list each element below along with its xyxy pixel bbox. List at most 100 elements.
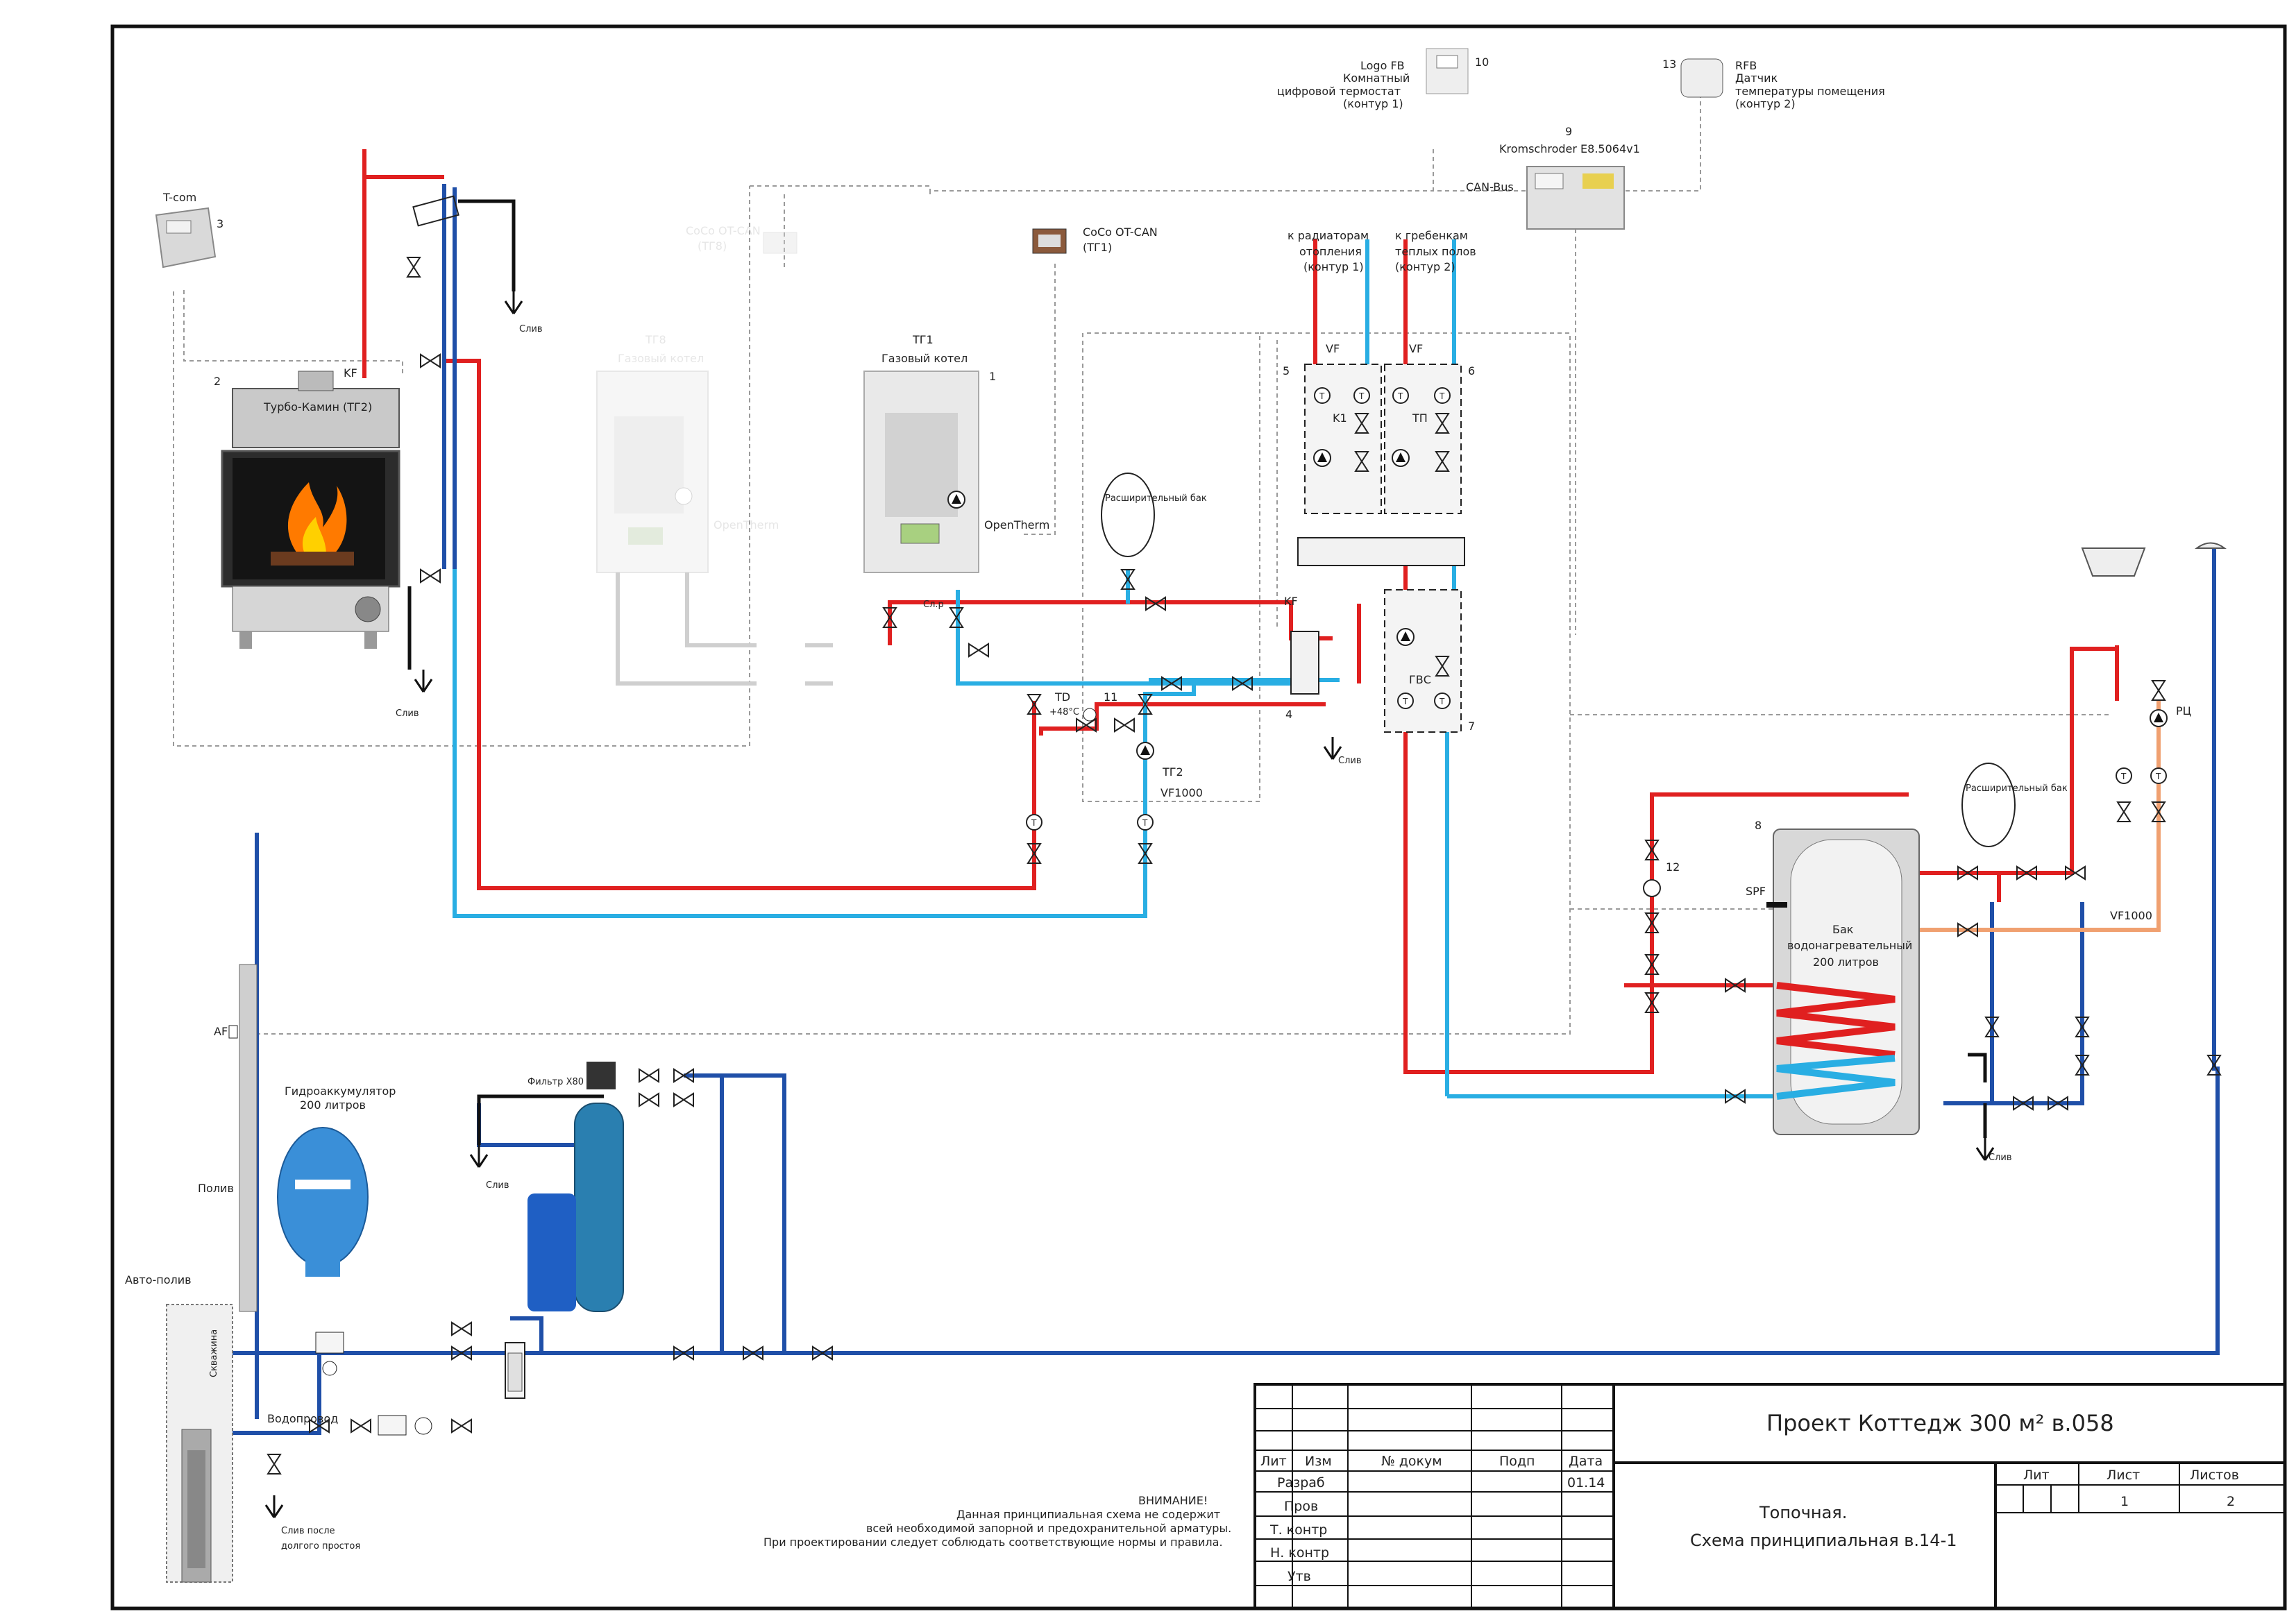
tg8-coco-sub: (ТГ8) (698, 239, 727, 253)
tg1-name: ТГ1 (912, 333, 934, 346)
drain-1: Слив (519, 324, 543, 334)
coco-ot-can-tg1: CoCo OT-CAN (ТГ1) (1032, 226, 1158, 254)
manifold-kf: KF (1284, 595, 1298, 608)
mix-td: TD (1054, 690, 1070, 704)
logo-fb-l2: Комнатный (1343, 71, 1410, 85)
manifold-number: 4 (1285, 708, 1292, 721)
tb-prov: Пров (1284, 1499, 1318, 1514)
tg8-opentherm: OpenTherm (714, 518, 779, 532)
well-label: Скважина (209, 1329, 219, 1377)
logo-fb-l3: цифровой термостат (1277, 85, 1401, 98)
notice-l3: При проектировании следует соблюдать соо… (763, 1536, 1223, 1549)
coco-tg1-sub: (ТГ1) (1083, 241, 1112, 254)
tcom-label: T-com (162, 191, 196, 204)
fireplace-number: 2 (214, 375, 221, 388)
radiators-l2: отопления (1299, 245, 1362, 258)
tank-l2: водонагревательный (1787, 939, 1912, 952)
fireplace-kf: KF (344, 366, 357, 380)
tank-l3: 200 литров (1813, 955, 1879, 969)
cold-water-pipes (201, 184, 2220, 1435)
tp-number: 6 (1468, 364, 1475, 377)
expansion-tank-heating: Расширительный бак (1101, 473, 1207, 611)
tb-nkontr: Н. контр (1270, 1545, 1329, 1561)
exp2-label: Расширительный бак (1966, 783, 2068, 794)
tb-utv: Утв (1288, 1569, 1311, 1584)
tb-razrab: Разраб (1277, 1475, 1325, 1490)
dhw-tank: Бак водонагревательный 200 литров 8 SPF (1746, 819, 1920, 1135)
recirc-rc: РЦ (2176, 704, 2191, 717)
drain-2: Слив (396, 708, 419, 719)
recirculation-pipe (1895, 701, 2161, 932)
turbo-fireplace: Турбо-Камин (ТГ2) 2 KF (214, 366, 400, 649)
tb-lit2: Лит (2023, 1468, 2050, 1483)
shower-fixtures (2081, 542, 2227, 577)
tcom-number: 3 (217, 217, 223, 230)
tb-lit: Лит (1260, 1454, 1287, 1469)
title-block (1253, 1383, 2286, 1610)
tg1-sub: Газовый котел (881, 352, 968, 365)
k1-label: K1 (1333, 411, 1347, 425)
logo-fb-thermostat: Logo FB Комнатный цифровой термостат (ко… (1277, 48, 1489, 110)
tg8-coco: CoCo OT-CAN (686, 224, 761, 237)
tcom-controller: T-com 3 (155, 191, 223, 269)
hydro-label2: 200 литров (300, 1098, 366, 1112)
mixing-group: TD +48°C 11 ТГ2 VF1000 (883, 607, 1253, 864)
drain-3: Слив (1338, 756, 1362, 766)
slip-long-l1: Слив после (281, 1526, 335, 1536)
tg1-number: 1 (989, 370, 996, 383)
logo-fb-l1: Logo FB (1360, 59, 1405, 72)
tb-izm: Изм (1305, 1454, 1332, 1469)
mix-temp: +48°C (1049, 707, 1079, 717)
k1-number: 5 (1283, 364, 1290, 377)
recirc-num12: 12 (1666, 860, 1680, 874)
tb-podp: Подп (1499, 1454, 1535, 1469)
tank-number: 8 (1755, 819, 1762, 832)
tg8-name: ТГ8 (645, 333, 666, 346)
k1-vf: VF (1326, 342, 1340, 355)
title-block-text: Лит Изм № докум Подп Дата Разраб 01.14 П… (1260, 1410, 2239, 1584)
kromschroder-controller: 9 Kromschroder E8.5064v1 CAN-Bus (1466, 125, 1640, 230)
boiler-tg8: ТГ8 Газовый котел OpenTherm CoCo OT-CAN … (596, 224, 797, 573)
chimney-wall (239, 964, 258, 1312)
gvs-label: ГВС (1409, 673, 1431, 686)
tb-listov-val: 2 (2227, 1494, 2235, 1509)
expansion-tank-dhw: Расширительный бак (1961, 763, 2068, 847)
water-supply: AF Гидроаккумулятор 200 литров Фильтр X8… (125, 1025, 833, 1583)
return-pipes (453, 239, 1777, 1098)
logo-fb-l4: (контур 1) (1343, 97, 1403, 110)
tb-sheet-title1: Топочная. (1759, 1503, 1847, 1522)
tg1-opentherm: OpenTherm (984, 518, 1049, 532)
poliv-label: Полив (198, 1182, 234, 1195)
af-label: AF (214, 1025, 228, 1038)
fireplace-valves (407, 195, 459, 583)
group-tp: ТП 6 VF (1384, 342, 1475, 514)
kroms-name: Kromschroder E8.5064v1 (1499, 142, 1640, 155)
tg8-pipes (616, 572, 833, 686)
radiators-l1: к радиаторам (1288, 229, 1369, 242)
recirc-vf1000: VF1000 (2110, 909, 2152, 922)
tb-sheet-title2: Схема принципиальная в.14-1 (1690, 1531, 1957, 1550)
drain-4: Слив (1989, 1153, 2012, 1163)
notice-block: ВНИМАНИЕ! Данная принципиальная схема не… (763, 1494, 1231, 1549)
boiler-tg1: ТГ1 Газовый котел 1 OpenTherm Сл.р (863, 333, 1049, 610)
control-wiring (173, 94, 2110, 1035)
tg1-slip: Сл.р (923, 600, 944, 610)
coco-tg1: CoCo OT-CAN (1083, 226, 1158, 239)
mix-vf1000: VF1000 (1160, 786, 1203, 799)
tank-spf: SPF (1746, 885, 1766, 898)
drain-pipes (407, 199, 1987, 1145)
mix-number: 11 (1104, 690, 1117, 704)
rfb-l1: RFB (1735, 59, 1757, 72)
radiators-l3: (контур 1) (1303, 260, 1364, 273)
notice-title: ВНИМАНИЕ! (1138, 1494, 1208, 1507)
tg8-sub: Газовый котел (618, 352, 704, 365)
tank-l1: Бак (1832, 923, 1854, 936)
logo-fb-number: 10 (1475, 56, 1489, 69)
exp1-label: Расширительный бак (1105, 493, 1207, 504)
tb-list: Лист (2107, 1468, 2140, 1483)
kroms-bus: CAN-Bus (1466, 180, 1514, 194)
rfb-l2: Датчик (1735, 71, 1778, 85)
fireplace-label: Турбо-Камин (ТГ2) (263, 400, 372, 414)
circuit-labels: к радиаторам отопления (контур 1) к греб… (1288, 229, 1476, 273)
